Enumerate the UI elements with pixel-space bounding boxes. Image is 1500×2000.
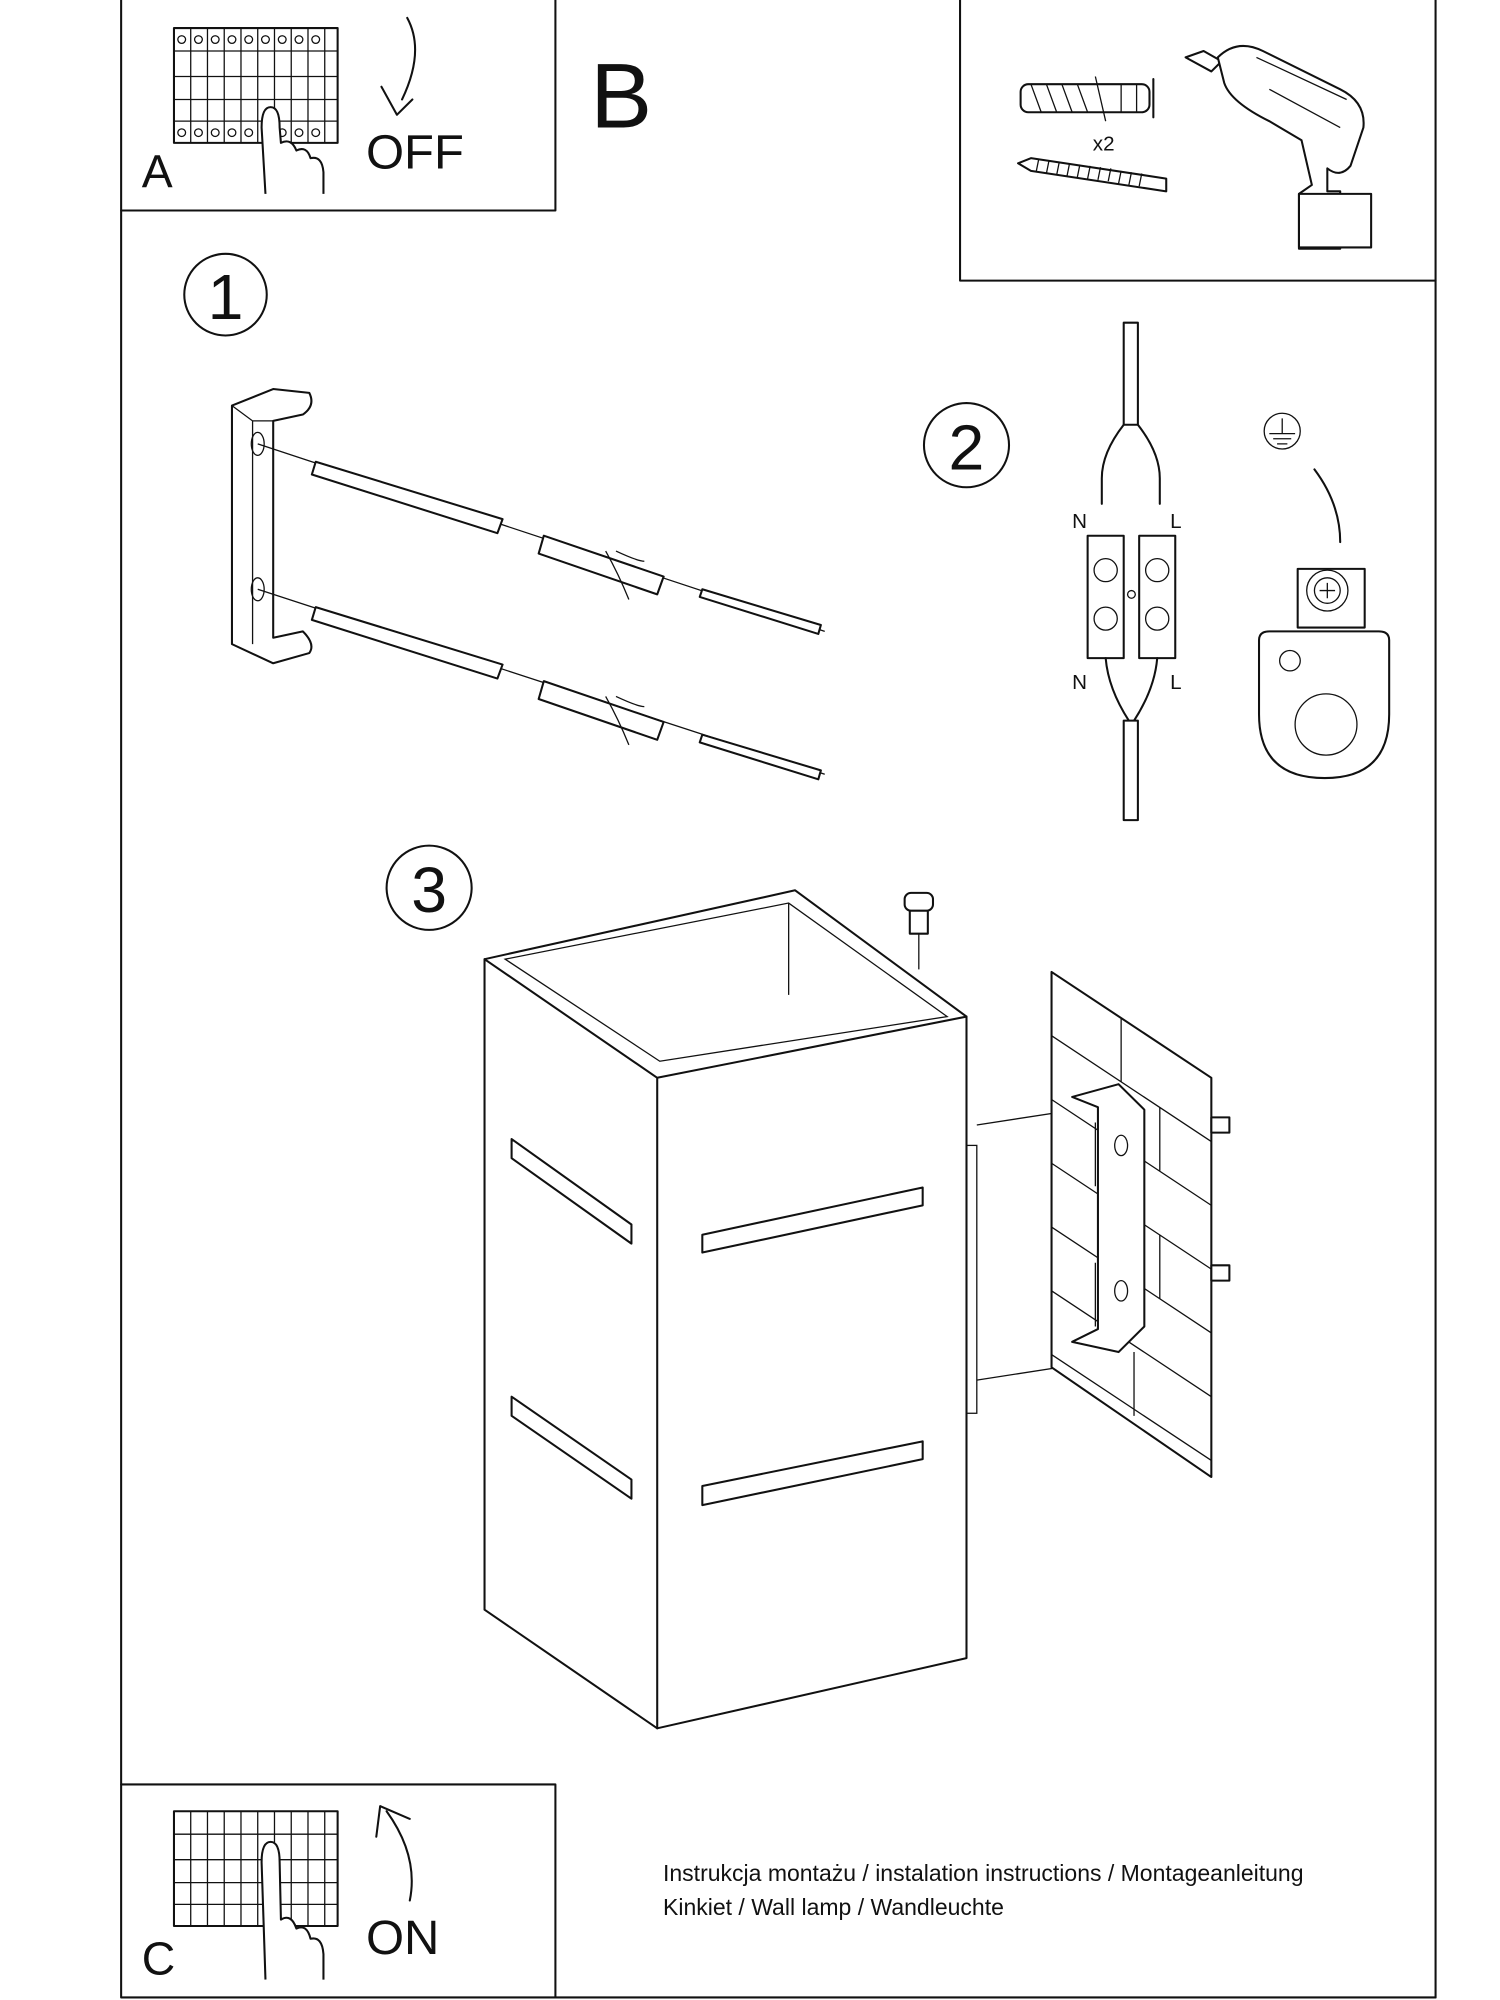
caption-product: Kinkiet / Wall lamp / Wandleuchte: [663, 1894, 1004, 1920]
fixing-screw-icon: [903, 891, 935, 970]
step-2-number: 2: [949, 412, 985, 484]
panel-a-letter: A: [142, 146, 173, 198]
wall-plate: [1050, 970, 1231, 1479]
on-label: ON: [366, 1911, 439, 1965]
terminal-block: [1086, 534, 1177, 660]
tools-box: x2: [959, 0, 1437, 282]
hand-icon: [260, 1840, 325, 1980]
slot: [701, 1440, 924, 1507]
breaker-panel-icon: [172, 27, 339, 144]
wire-label-l-bottom: L: [1170, 671, 1181, 694]
panel-c-letter: C: [142, 1933, 175, 1985]
hand-icon: [260, 106, 325, 194]
mounting-bracket: [230, 388, 313, 665]
lamp-body: [483, 889, 978, 1730]
ground-terminal: [1257, 567, 1391, 780]
caption-title: Instrukcja montażu / instalation instruc…: [663, 1860, 1304, 1886]
drill-icon: [1184, 44, 1373, 250]
wire-label-n-bottom: N: [1072, 671, 1087, 694]
step-2-badge: [922, 402, 1011, 489]
ground-symbol-icon: [1263, 412, 1301, 450]
step-1-badge: [183, 252, 268, 337]
screw-icon: [1017, 157, 1168, 193]
step-3-assembly: 3: [385, 844, 1231, 1730]
breaker-panel-icon: [172, 1810, 339, 1928]
step-1-mounting: 1: [183, 252, 825, 781]
screw-top: [257, 443, 825, 635]
quantity-label: x2: [1093, 133, 1115, 156]
wire-label-n-top: N: [1072, 510, 1087, 533]
slot: [510, 1138, 633, 1245]
step-3-number: 3: [411, 854, 447, 926]
panel-b-letter: B: [590, 44, 652, 147]
arrow-down-icon: [380, 16, 417, 116]
wall-plug-icon: [1019, 76, 1155, 122]
off-label: OFF: [366, 126, 464, 180]
slot: [510, 1395, 633, 1500]
screw-bottom: [257, 588, 825, 781]
arrow-up-icon: [375, 1805, 413, 1902]
step-3-badge: [385, 844, 473, 931]
step-1-number: 1: [208, 261, 244, 333]
panel-a-power-off: A OFF: [120, 0, 557, 212]
step-2-wiring: 2 N L N L: [922, 321, 1391, 822]
panel-c-power-on: C ON: [120, 1783, 557, 1999]
slot: [701, 1186, 924, 1254]
page-frame: [120, 209, 1437, 1999]
wire-label-l-top: L: [1170, 510, 1181, 533]
